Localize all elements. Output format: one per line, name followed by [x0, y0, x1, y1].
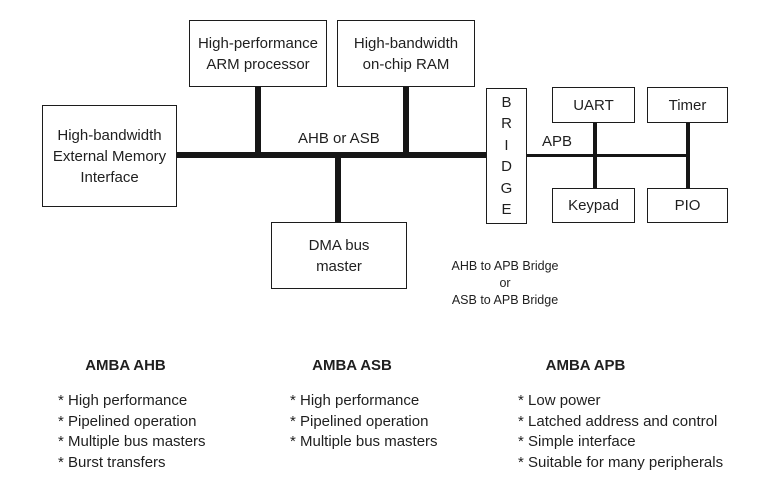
legend-list-apb: * Low power * Latched address and control…	[508, 391, 724, 473]
dma-to-bus-connector	[335, 157, 341, 223]
legend-item: * Pipelined operation	[290, 412, 429, 430]
node-pio: PIO	[647, 188, 728, 223]
legend-title-asb: AMBA ASB	[312, 357, 392, 374]
legend-item: * Simple interface	[518, 433, 636, 450]
node-bridge: B R I D G E	[486, 88, 527, 224]
legend-item: * High performance	[290, 392, 420, 409]
legend-title-ahb: AMBA AHB	[85, 357, 166, 374]
node-arm-processor: High-performance ARM processor	[189, 20, 327, 87]
node-onchip-ram: High-bandwidth on-chip RAM	[337, 20, 475, 87]
legend-title-apb: AMBA APB	[545, 357, 626, 374]
legend-item: * Multiple bus masters	[290, 433, 438, 450]
uart-keypad-connector	[593, 123, 597, 189]
legend-item: * Low power	[518, 392, 601, 409]
node-uart: UART	[552, 87, 635, 123]
legend-column-asb: AMBA ASB * High performance * Pipelined o…	[277, 357, 438, 453]
legend-item: * High performance	[58, 392, 188, 409]
legend-column-ahb: AMBA AHB * High performance * Pipelined o…	[48, 357, 206, 473]
ahb-bus-label: AHB or ASB	[298, 130, 380, 147]
node-keypad: Keypad	[552, 188, 635, 223]
ahb-bus-line	[177, 152, 486, 158]
arm-to-bus-connector	[255, 87, 261, 153]
node-dma-bus-master: DMA bus master	[271, 222, 407, 289]
legend-item: * Latched address and control	[518, 412, 718, 430]
legend-item: * Multiple bus masters	[58, 433, 206, 450]
legend-list-asb: * High performance * Pipelined operation *…	[277, 391, 438, 453]
node-external-memory-interface: High-bandwidth External Memory Interface	[42, 105, 177, 207]
bridge-label: B R I D G E	[500, 93, 513, 219]
legend-item: * Pipelined operation	[58, 412, 197, 430]
legend-item: * Burst transfers	[58, 453, 166, 471]
node-timer: Timer	[647, 87, 728, 123]
legend-item: * Suitable for many peripherals	[518, 453, 724, 471]
timer-pio-connector	[686, 123, 690, 189]
ram-to-bus-connector	[403, 87, 409, 153]
legend-list-ahb: * High performance * Pipelined operation *…	[48, 391, 206, 473]
legend-column-apb: AMBA APB * Low power * Latched address an…	[508, 357, 724, 473]
apb-bus-label: APB	[542, 133, 573, 150]
bridge-caption: AHB to APB Bridge or ASB to APB Bridge	[451, 259, 559, 307]
apb-bus-line	[527, 154, 689, 157]
